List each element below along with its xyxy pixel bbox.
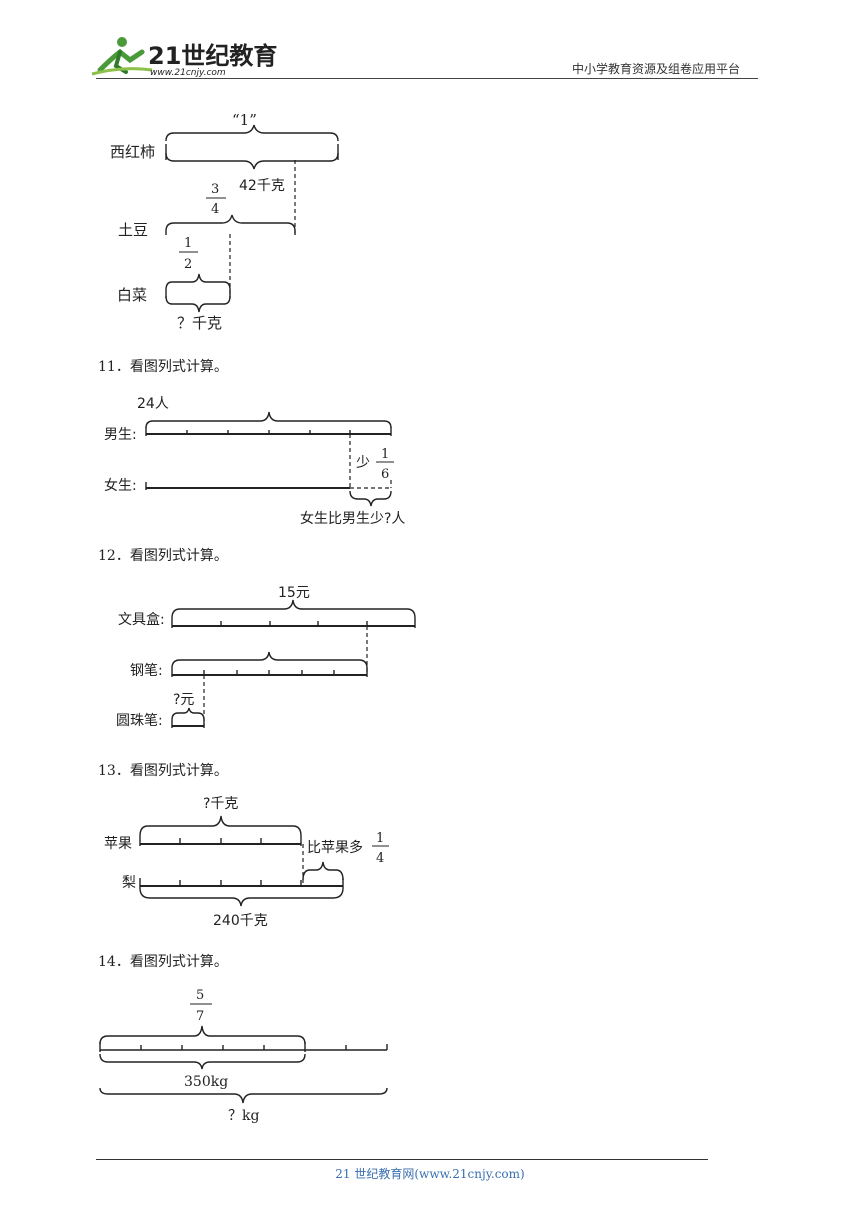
q14-frac-num: 5 — [196, 988, 204, 1003]
q13-row2-label: 梨 — [122, 875, 136, 891]
q10-frac2-den: 2 — [184, 257, 192, 272]
q12-price: 15元 — [278, 585, 310, 601]
q14-bottom-brace — [99, 1087, 388, 1104]
q12-row3-label: 圆珠笔: — [116, 713, 163, 729]
q14-weight: 350kg — [184, 1074, 228, 1090]
q13-frac-num: 1 — [376, 831, 384, 846]
q11-title: 11．看图列式计算。 — [98, 359, 228, 375]
q10-frac1-num: 3 — [211, 182, 219, 197]
q10-frac1-den: 4 — [211, 202, 219, 217]
q12-ball-brace — [171, 707, 205, 721]
q10-row3-label: 白菜 — [117, 286, 147, 304]
logo-text: 21世纪教育 — [148, 42, 277, 70]
q12-pen-brace — [171, 651, 368, 669]
q11-top-brace — [145, 411, 392, 429]
q12-row1-label: 文具盒: — [118, 611, 165, 628]
site-logo: 21世纪教育 www.21cnjy.com — [91, 30, 277, 80]
q11-frac-num: 1 — [381, 447, 389, 462]
q10-weight: 42千克 — [239, 178, 285, 194]
footer-text: 21 世纪教育网(www.21cnjy.com) — [335, 1167, 525, 1181]
q10-unit-one: “1” — [232, 111, 257, 129]
q10-top-brace — [165, 124, 339, 142]
q10-row1-label: 西红柿 — [110, 143, 155, 161]
q11-less-label: 少 — [356, 455, 370, 471]
q14-frac-den: 7 — [196, 1009, 204, 1024]
q13-row1-label: 苹果 — [104, 836, 132, 852]
header-divider — [96, 78, 758, 79]
q14-question: ？kg — [228, 1108, 259, 1124]
runner-logo-icon — [91, 37, 153, 76]
q12-row2-label: 钢笔: — [130, 663, 163, 679]
q12-title: 12．看图列式计算。 — [98, 548, 228, 564]
q12-question: ?元 — [173, 692, 194, 708]
q13-bottom-brace — [139, 887, 344, 907]
q14-top-brace — [99, 1025, 306, 1045]
q11-diagram: 24人 男生: 少 1 6 女生: 女生比男生少?人 — [104, 396, 405, 527]
q12-top-brace — [171, 599, 416, 619]
q11-total: 24人 — [137, 396, 169, 412]
q11-frac-den: 6 — [381, 467, 389, 482]
q10-row2-label: 土豆 — [118, 221, 148, 239]
q11-question: 女生比男生少?人 — [300, 510, 405, 527]
q10-cabbage-top-brace — [165, 273, 231, 291]
q13-more-label: 比苹果多 — [307, 839, 363, 856]
q14-mid-brace — [99, 1053, 306, 1070]
q11-row2-label: 女生: — [104, 477, 137, 494]
q13-top-brace — [139, 815, 302, 837]
q10-cabbage-bottom-brace — [165, 295, 231, 313]
logo-url: www.21cnjy.com — [150, 68, 226, 78]
q13-diagram: ?千克 苹果 比苹果多 1 4 梨 240千克 — [104, 796, 389, 929]
q11-bottom-brace — [349, 490, 392, 507]
q13-weight: 240千克 — [213, 913, 268, 929]
q14-diagram: 5 7 350kg ？kg — [99, 988, 388, 1124]
q11-row1-label: 男生: — [104, 427, 137, 443]
q12-diagram: 15元 文具盒: 钢笔: ?元 圆珠笔: — [116, 585, 416, 729]
q13-title: 13．看图列式计算。 — [98, 763, 228, 779]
q10-diagram: “1” 西红柿 42千克 3 4 土豆 1 2 白菜 ？千克 — [110, 111, 339, 332]
platform-name: 中小学教育资源及组卷应用平台 — [572, 62, 741, 76]
footer-divider — [96, 1159, 708, 1160]
q10-frac2-num: 1 — [184, 236, 192, 251]
q10-potato-brace — [165, 214, 296, 232]
q13-extra-brace — [302, 861, 344, 881]
q10-question: ？千克 — [177, 314, 222, 332]
q10-bottom-brace — [165, 152, 339, 170]
q14-title: 14．看图列式计算。 — [98, 954, 228, 970]
q13-question: ?千克 — [203, 796, 238, 812]
q13-frac-den: 4 — [376, 851, 384, 866]
